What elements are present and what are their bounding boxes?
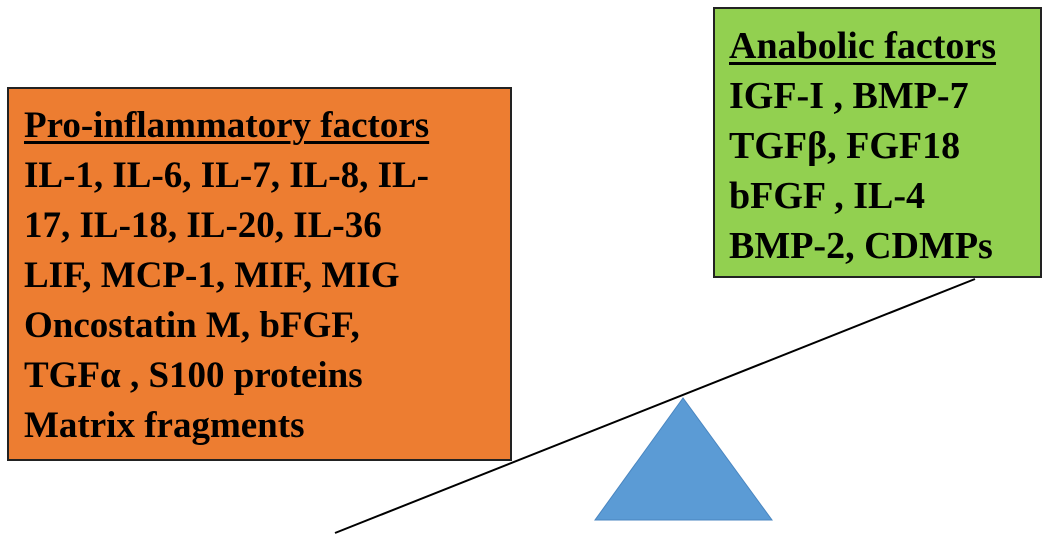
factor-line: TGFα , S100 proteins: [24, 355, 363, 396]
factor-line: bFGF , IL-4: [729, 175, 925, 217]
anabolic-box: Anabolic factors IGF-I , BMP-7 TGFβ, FGF…: [713, 7, 1042, 278]
pro-inflammatory-box: Pro-inflammatory factors IL-1, IL-6, IL-…: [7, 87, 512, 461]
balance-beam: [334, 278, 976, 534]
fulcrum-triangle: [594, 397, 773, 521]
factor-line: 17, IL-18, IL-20, IL-36: [24, 205, 382, 246]
anabolic-title: Anabolic factors: [729, 25, 997, 67]
factor-line: BMP-2, CDMPs: [729, 225, 993, 267]
factor-line: LIF, MCP-1, MIF, MIG: [24, 255, 400, 296]
factor-line: IGF-I , BMP-7: [729, 75, 969, 117]
factor-line: IL-1, IL-6, IL-7, IL-8, IL-: [24, 155, 429, 196]
factor-line: Oncostatin M, bFGF,: [24, 305, 360, 346]
factor-line: Matrix fragments: [24, 405, 305, 446]
factor-line: TGFβ, FGF18: [729, 125, 961, 167]
pro-inflammatory-title: Pro-inflammatory factors: [24, 105, 430, 146]
